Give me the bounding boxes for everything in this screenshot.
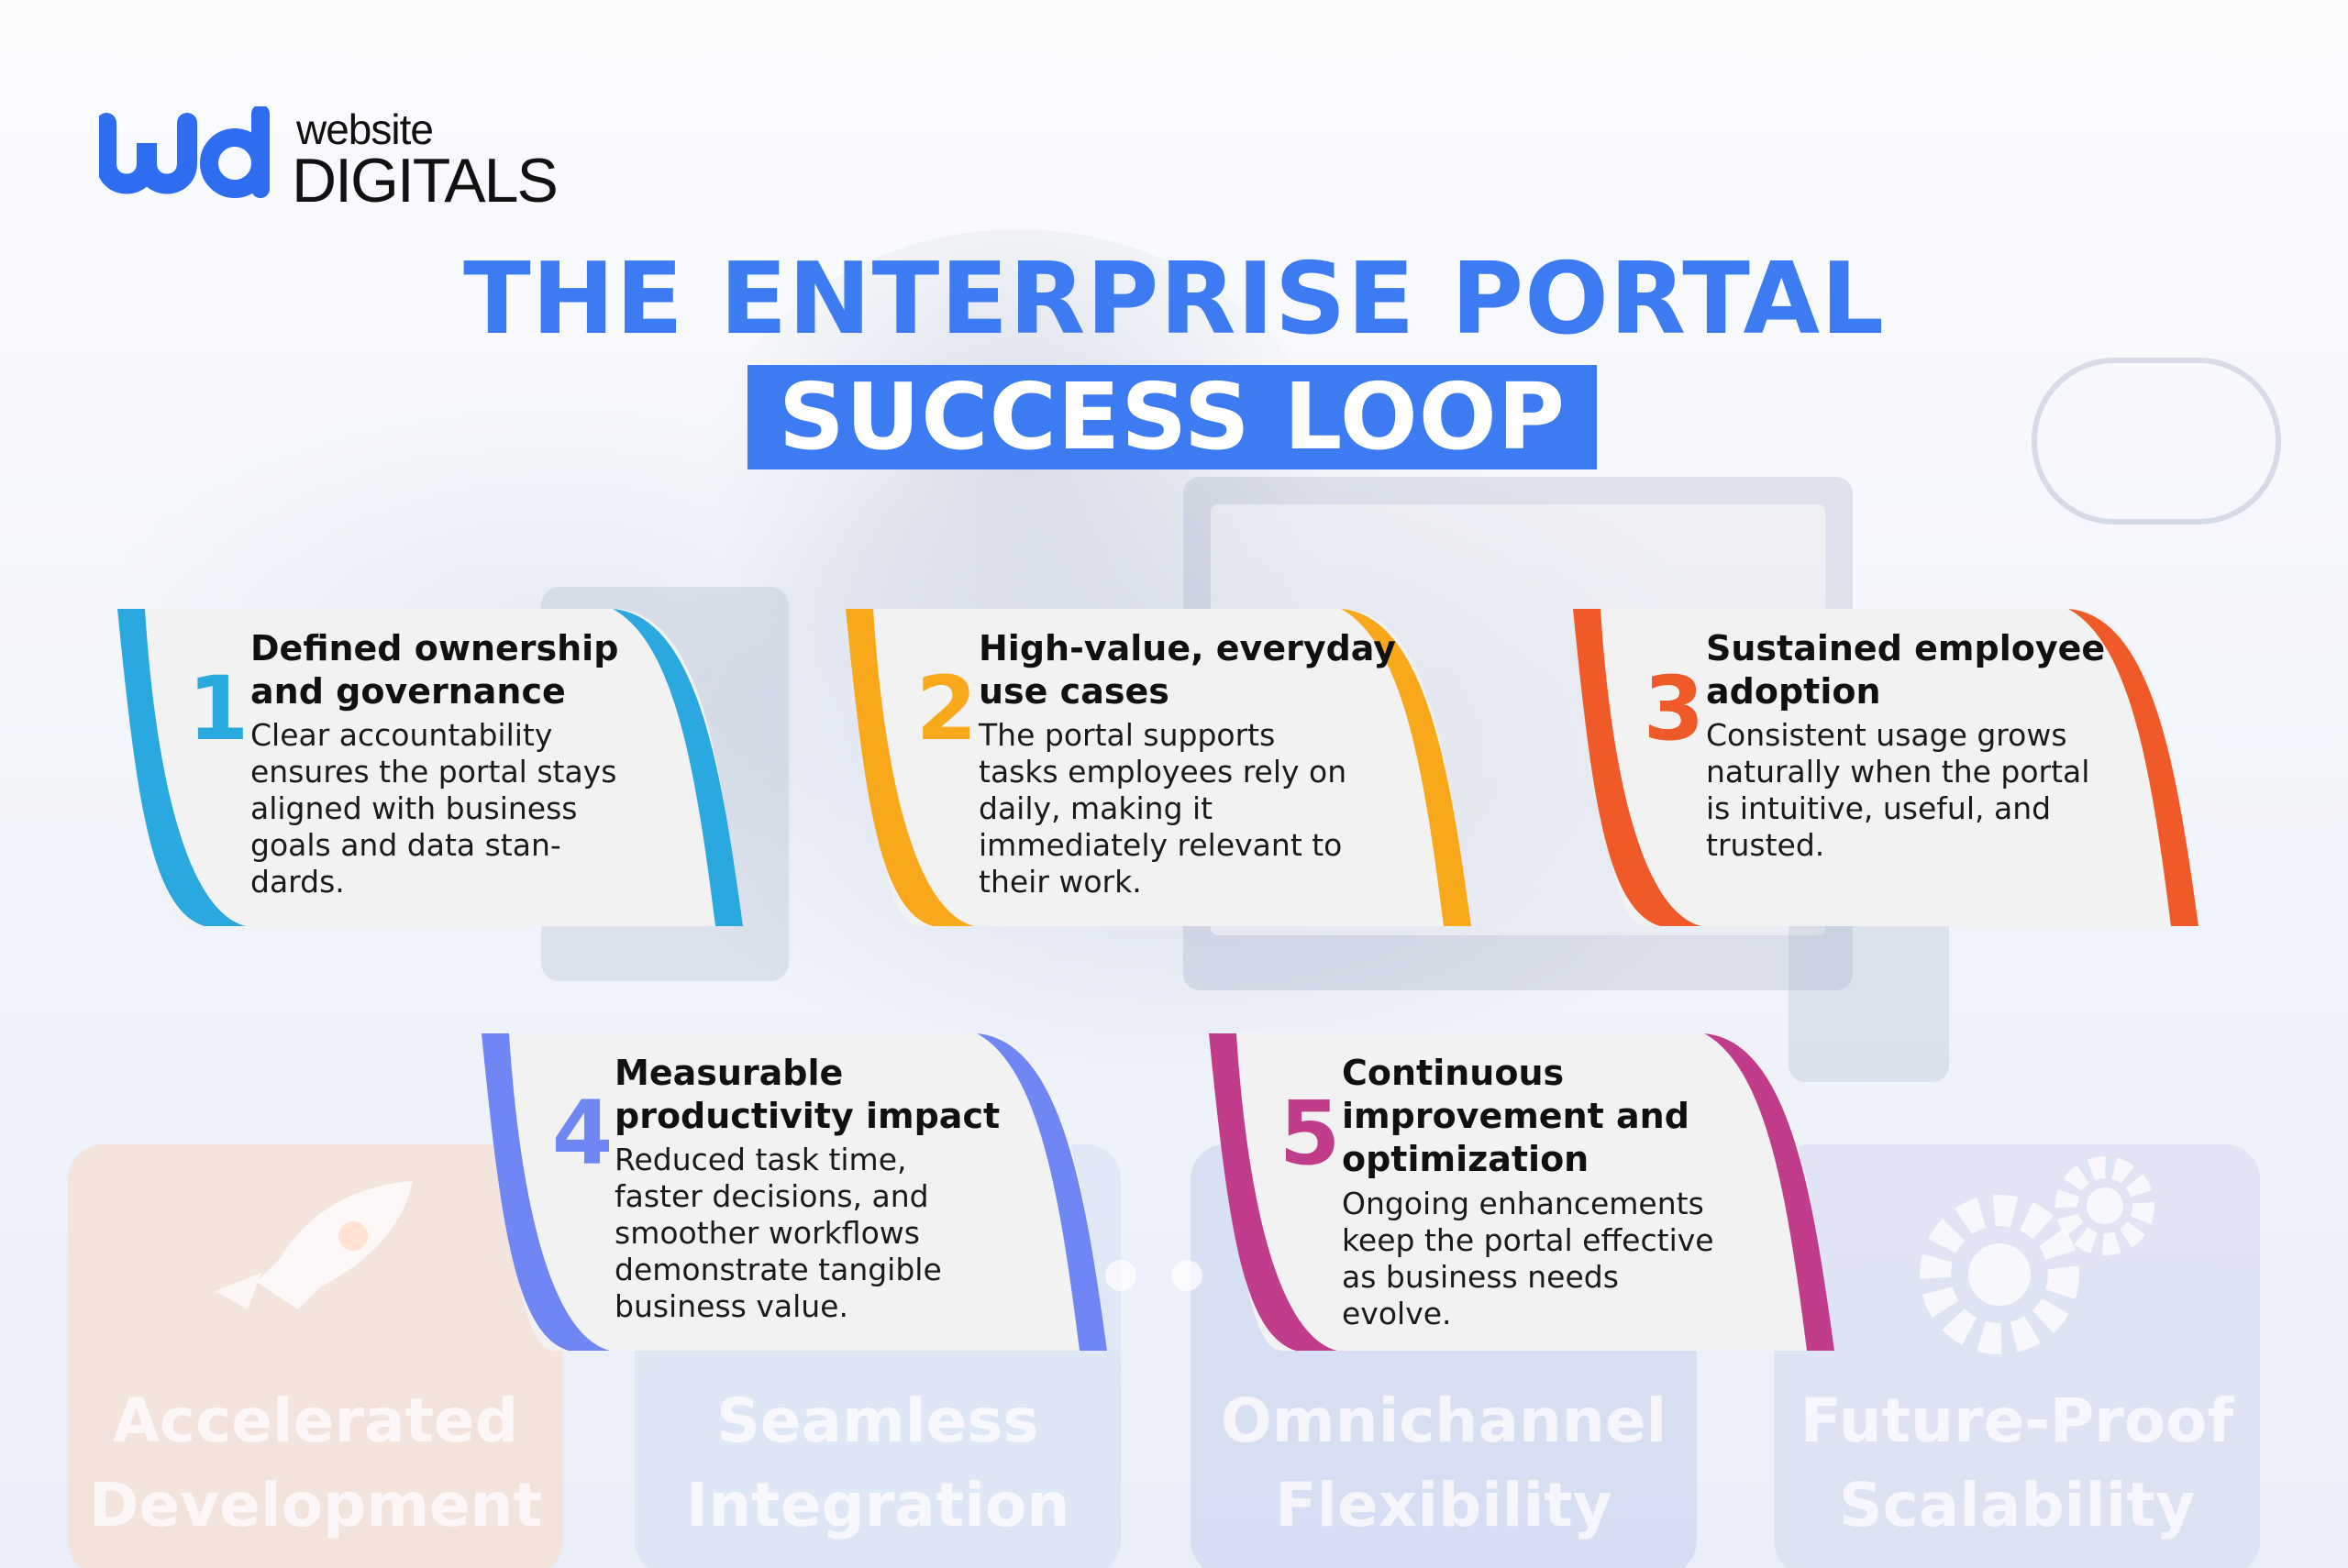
step-card-1: 1 Defined ownership and governance Clear…: [117, 607, 750, 928]
background-tile-label: Future-Proof Scalability: [1800, 1386, 2234, 1540]
background-tile-accelerated-development: Accelerated Development: [68, 1144, 563, 1568]
gears-icon: [1920, 1156, 2154, 1354]
step-heading: Defined ownership and governance: [250, 628, 619, 712]
brand-logo: website DIGITALS: [99, 101, 576, 215]
step-description: Clear accountability ensures the portal …: [250, 717, 617, 900]
background-tile-label: Omnichannel Flexibility: [1220, 1386, 1667, 1540]
step-number: 4: [551, 1082, 614, 1185]
step-description: Consistent usage grows naturally when th…: [1706, 717, 2090, 863]
page-title-line2: SUCCESS LOOP: [778, 363, 1567, 470]
wd-logo-mark: [99, 106, 270, 198]
step-card-4: 4 Measurable productivity impact Reduced…: [482, 1032, 1114, 1353]
background-phone: [1789, 908, 1949, 1082]
background-dot: [1171, 1260, 1202, 1291]
background-tile-future-proof-scalability: Future-Proof Scalability: [1774, 1144, 2260, 1568]
step-description: The portal supports tasks employees rely…: [979, 717, 1347, 900]
logo-word-digitals: DIGITALS: [292, 146, 559, 215]
cloud-icon: [2032, 358, 2281, 525]
background-tile-label: Seamless Integration: [685, 1386, 1070, 1540]
background-tile-label: Accelerated Development: [88, 1386, 543, 1540]
background-dot: [1105, 1260, 1136, 1291]
step-card-shape: [1209, 1033, 1834, 1351]
step-card-shape: [846, 609, 1471, 926]
step-heading: Continuous improvement and optimization: [1342, 1053, 1689, 1179]
step-number: 1: [187, 657, 249, 760]
step-heading: Sustained employee adoption: [1706, 628, 2106, 712]
step-heading: Measurable productivity impact: [615, 1053, 1001, 1136]
step-description: Reduced task time, faster decisions, and…: [615, 1142, 942, 1324]
rocket-icon: [216, 1181, 413, 1309]
step-card-shape: [117, 609, 743, 926]
step-card-2: 2 High-value, everyday use cases The por…: [846, 607, 1479, 928]
step-heading: High-value, everyday use cases: [979, 628, 1397, 712]
step-number: 3: [1643, 657, 1705, 760]
step-card-3: 3 Sustained employee adoption Consistent…: [1573, 607, 2206, 928]
step-card-shape: [1573, 609, 2198, 926]
logo-word-website: website: [296, 105, 434, 153]
step-card-shape: [482, 1033, 1107, 1351]
step-number: 2: [915, 657, 978, 760]
page-title-highlight: SUCCESS LOOP: [748, 365, 1597, 469]
step-description: Ongoing enhancements keep the portal eff…: [1342, 1186, 1714, 1331]
background-dots: [1105, 1260, 1237, 1296]
step-card-5: 5 Continuous improvement and optimizatio…: [1209, 1032, 1842, 1353]
step-number: 5: [1279, 1082, 1341, 1185]
page-title-line1: THE ENTERPRISE PORTAL: [463, 242, 1885, 357]
